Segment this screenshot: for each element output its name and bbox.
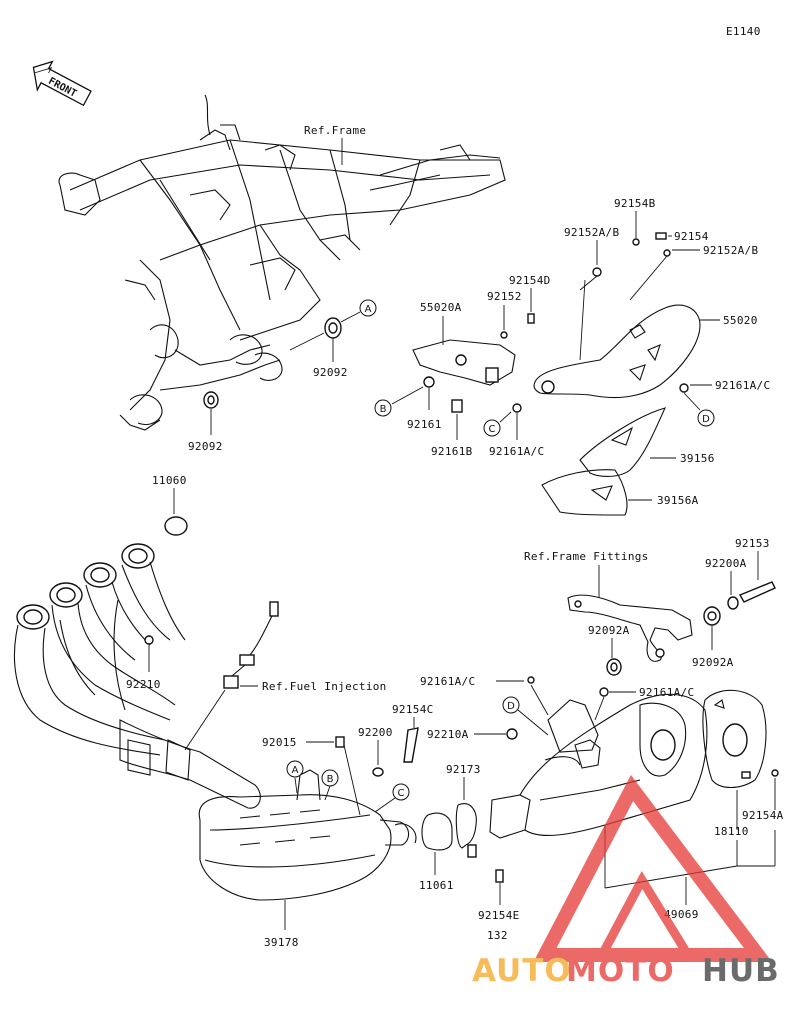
- svg-text:D: D: [702, 414, 710, 425]
- label-49069: 49069: [664, 908, 699, 921]
- label-92154b: 92154B: [614, 197, 656, 210]
- label-92161ac-lowright: 92161A/C: [639, 686, 694, 699]
- label-92152: 92152: [487, 290, 522, 303]
- label-92210a: 92210A: [427, 728, 469, 741]
- label-92154a: 92154A: [742, 809, 784, 822]
- label-92161ac-mid: 92161A/C: [489, 445, 544, 458]
- bracket-55020a: [412, 339, 516, 386]
- svg-text:A: A: [365, 304, 372, 315]
- callout-c-top: [483, 419, 501, 437]
- logo-text-hub: HUB: [702, 953, 780, 989]
- exhaust-header-pipes: [13, 543, 261, 809]
- label-18110: 18110: [714, 825, 749, 838]
- label-11060: 11060: [152, 474, 187, 487]
- logo-text-auto: AUTO: [472, 953, 572, 989]
- callout-d-bottom: [502, 696, 520, 714]
- grommet-92092-bottom: [203, 391, 219, 409]
- front-arrow-icon: FRONT: [32, 60, 92, 107]
- end-cap-18110: [702, 689, 767, 789]
- callout-d-top: [697, 409, 715, 427]
- label-92200: 92200: [358, 726, 393, 739]
- label-39156a: 39156A: [657, 494, 699, 507]
- logo-text-moto: MOTO: [566, 953, 675, 989]
- frame-drawing: [58, 94, 506, 431]
- label-55020: 55020: [723, 314, 758, 327]
- oxygen-sensor: [223, 601, 279, 689]
- label-92154d: 92154D: [509, 274, 551, 287]
- heat-shield-55020: [533, 304, 701, 399]
- label-92154e: 92154E: [478, 909, 520, 922]
- label-92153: 92153: [735, 537, 770, 550]
- muffler-49069: [489, 693, 708, 839]
- label-92015: 92015: [262, 736, 297, 749]
- svg-text:C: C: [489, 424, 496, 435]
- label-39178: 39178: [264, 936, 299, 949]
- label-92154c: 92154C: [392, 703, 434, 716]
- label-92152ab-right: 92152A/B: [703, 244, 758, 257]
- label-92092a-lower: 92092A: [588, 624, 630, 637]
- svg-text:D: D: [507, 701, 515, 712]
- label-92161: 92161: [407, 418, 442, 431]
- ref-frame-label: Ref.Frame: [304, 124, 366, 137]
- grommet-92092a-upper: [703, 606, 721, 626]
- label-92092-right: 92092: [313, 366, 348, 379]
- label-55020a: 55020A: [420, 301, 462, 314]
- cover-39156a: [541, 469, 628, 516]
- grommet-92092-right: [324, 317, 342, 339]
- svg-text:C: C: [398, 788, 405, 799]
- callout-b-top: [374, 399, 392, 417]
- ref-fuel-injection-label: Ref.Fuel Injection: [262, 680, 387, 693]
- label-92092-bottom: 92092: [188, 440, 223, 453]
- label-92200a: 92200A: [705, 557, 747, 570]
- label-92152ab-top: 92152A/B: [564, 226, 619, 239]
- callout-a-top: [359, 299, 377, 317]
- ref-frame-fittings-label: Ref.Frame Fittings: [524, 550, 649, 563]
- label-92161ac-right: 92161A/C: [715, 379, 770, 392]
- pre-chamber-39178: [198, 794, 417, 901]
- frame-fitting-bracket: [567, 594, 693, 662]
- svg-text:B: B: [380, 404, 387, 415]
- clamp-92173: [455, 803, 477, 849]
- label-92161ac-lowleft: 92161A/C: [420, 675, 475, 688]
- callout-c-bottom: [392, 783, 410, 801]
- label-39156: 39156: [680, 452, 715, 465]
- label-11061: 11061: [419, 879, 454, 892]
- cover-39156: [579, 407, 666, 477]
- label-92210: 92210: [126, 678, 161, 691]
- label-92154: 92154: [674, 230, 709, 243]
- svg-text:A: A: [292, 765, 299, 776]
- label-132: 132: [487, 929, 508, 942]
- gasket-11060: [164, 516, 188, 536]
- callout-a-bottom: [286, 760, 304, 778]
- svg-text:B: B: [327, 774, 334, 785]
- label-92173: 92173: [446, 763, 481, 776]
- label-92092a-upper: 92092A: [692, 656, 734, 669]
- diagram-code: E1140: [726, 25, 761, 38]
- gasket-11061: [421, 812, 453, 851]
- label-92161b: 92161B: [431, 445, 473, 458]
- grommet-92092a-lower: [606, 658, 622, 676]
- automotohub-logo: AUTO MOTO HUB: [472, 774, 780, 989]
